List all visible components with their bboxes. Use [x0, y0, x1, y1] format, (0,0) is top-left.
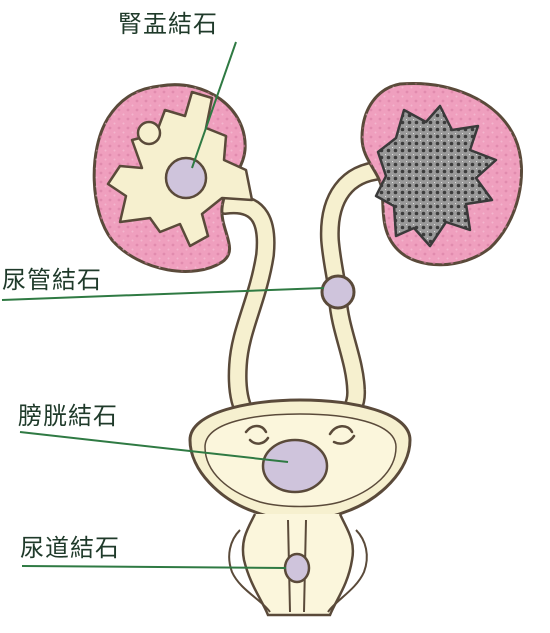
leader-line-renal [191, 41, 237, 169]
leader-line-urethra [21, 565, 287, 569]
leader-line-ureter [1, 287, 325, 301]
label-renal-pelvis-stone: 腎盂結石 [118, 10, 218, 38]
label-bladder-stone: 膀胱結石 [18, 402, 118, 430]
label-ureter-stone: 尿管結石 [2, 266, 102, 294]
label-urethra-stone: 尿道結石 [20, 534, 120, 562]
urethra-stone [283, 552, 311, 584]
ureter-left [215, 194, 276, 432]
staghorn-stone [374, 104, 498, 248]
leader-lines [1, 41, 325, 569]
renal-pelvis-stone [164, 156, 208, 200]
leader-line-bladder [19, 431, 289, 463]
small-calyx-stone [136, 120, 162, 146]
bladder-stone [261, 438, 329, 494]
ureter-stone [320, 274, 356, 310]
